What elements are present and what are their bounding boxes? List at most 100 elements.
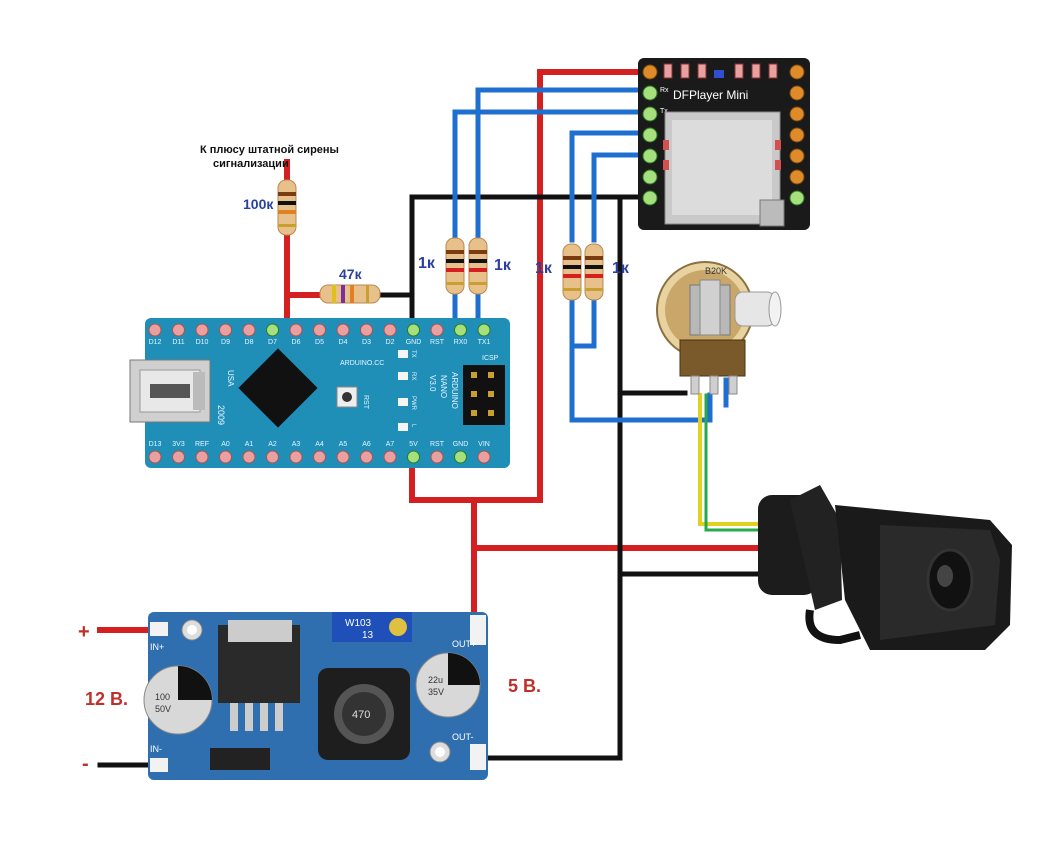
arduino-pin-vin [477, 450, 491, 464]
arduino-pin-label-d5: D5 [315, 339, 324, 346]
arduino-led-l: L [410, 424, 416, 428]
board-leds [398, 350, 408, 431]
wires [97, 69, 763, 768]
arduino-pin-label-rst: RST [430, 441, 445, 448]
arduino-pin-d4 [336, 323, 350, 337]
arduino-pin-label-ref: REF [195, 441, 209, 448]
arduino-pin-gnd [454, 450, 467, 464]
arduino-pin-label-gnd: GND [406, 339, 422, 346]
dfplayer-right-pins [789, 64, 805, 206]
dfplayer-title: DFPlayer Mini [673, 88, 748, 102]
cap-right-value: 22u [428, 675, 443, 685]
converter-terminals [150, 615, 486, 772]
arduino-pin-label-a4: A4 [315, 441, 324, 448]
arduino-bottom-pins [148, 450, 491, 464]
resistor-1k-tx [468, 237, 488, 295]
label-5v: 5 В. [508, 676, 541, 696]
arduino-led-tx: TX [410, 350, 416, 358]
icsp-header [463, 365, 505, 425]
arduino-pin-d6 [289, 323, 303, 337]
wire-black-gnd [375, 194, 651, 298]
arduino-pin-label-d10: D10 [196, 339, 209, 346]
cap-right-voltage: 35V [428, 687, 444, 697]
resistor-1k-pot-b [584, 243, 604, 301]
siren-note-line2: сигнализации [213, 158, 289, 170]
siren-note-line1: К плюсу штатной сирены [200, 144, 339, 156]
wire-blue-rx2 [452, 109, 651, 243]
arduino-pin-rst [430, 323, 444, 337]
arduino-rst-label: RST [362, 395, 369, 410]
arduino-pin-label-d11: D11 [172, 339, 184, 346]
inductor-label: 470 [352, 709, 370, 721]
arduino-led-pwr: PWR [410, 396, 416, 411]
arduino-pin-label-d8: D8 [245, 339, 254, 346]
label-100k: 100к [243, 196, 274, 212]
label-out-plus: OUT+ [452, 639, 476, 649]
arduino-pin-label-d3: D3 [362, 339, 371, 346]
arduino-pin-label-5v: 5V [409, 441, 418, 448]
arduino-pin-d10 [195, 323, 209, 337]
arduino-pin-d3 [360, 323, 373, 337]
label-1k-d: 1к [612, 260, 630, 277]
wire-yellow-speaker [698, 393, 762, 526]
label-47k: 47к [339, 266, 363, 282]
label-in-plus: IN+ [150, 642, 164, 652]
arduino-pin-rx0 [454, 323, 467, 337]
arduino-pin-a3 [289, 450, 303, 464]
trimmer-pot: W103 13 [332, 612, 412, 642]
capacitor-left: 100 50V [143, 665, 213, 735]
arduino-pin-d7 [266, 323, 279, 337]
regulator-ic [218, 620, 300, 731]
arduino-brand: ARDUINO.CC [340, 360, 384, 367]
arduino-pin-a5 [336, 450, 350, 464]
dfplayer-tx-label: Tx [660, 108, 668, 115]
arduino-year: 2009 [216, 405, 226, 425]
label-12v: 12 В. [85, 689, 128, 709]
dfplayer-bottom-pads [663, 140, 781, 170]
usb-connector [129, 359, 211, 423]
arduino-pin-a0 [219, 450, 232, 464]
sd-card-slot [664, 111, 785, 227]
arduino-pin-label-tx1: TX1 [478, 339, 491, 346]
reset-button [336, 386, 358, 408]
label-1k-b: 1к [494, 257, 512, 274]
wire-blue-pot2 [591, 152, 651, 243]
arduino-pin-label-3v3: 3V3 [172, 441, 185, 448]
dfplayer-mini-module: Rx Tx DFPlayer Mini [638, 58, 810, 230]
resistor-1k-pot-a [562, 243, 582, 301]
arduino-pin-a6 [360, 450, 373, 464]
wire-black-trunk [483, 194, 623, 761]
arduino-pin-label-d13: D13 [149, 441, 162, 448]
label-out-minus: OUT- [452, 732, 474, 742]
arduino-pin-label-d2: D2 [386, 339, 395, 346]
resistor-100k [277, 179, 297, 236]
arduino-pin-3v3 [172, 450, 185, 464]
arduino-pin-label-a7: A7 [386, 441, 395, 448]
arduino-pin-label-d7: D7 [268, 339, 277, 346]
arduino-pin-ref [195, 450, 209, 464]
arduino-pin-a2 [266, 450, 279, 464]
arduino-pin-d2 [383, 323, 397, 337]
label-plus: + [78, 621, 90, 643]
trimmer-num: 13 [362, 630, 374, 641]
label-in-minus: IN- [150, 744, 162, 754]
trimmer-label: W103 [345, 618, 372, 629]
arduino-pin-5v [407, 450, 420, 464]
microcontroller-chip [238, 348, 318, 428]
label-minus: - [82, 753, 89, 775]
pot-label: B20K [705, 266, 727, 276]
capacitor-right: 22u 35V [415, 652, 481, 718]
dfplayer-led [714, 70, 724, 78]
arduino-pin-d8 [242, 323, 256, 337]
arduino-pin-rst [430, 450, 444, 464]
wire-red-5v-to-dfplayer [409, 69, 651, 503]
speaker-horn [758, 485, 1012, 650]
arduino-top-pins [148, 323, 491, 337]
arduino-model-1: ARDUINO [450, 372, 459, 409]
arduino-pin-d5 [313, 323, 326, 337]
arduino-pin-a1 [242, 450, 256, 464]
